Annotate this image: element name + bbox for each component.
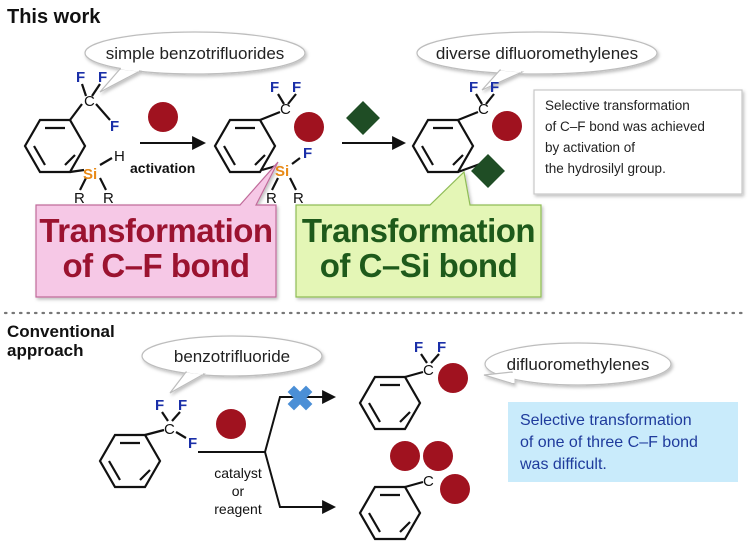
atom-label-f: F (437, 339, 446, 356)
green-diamond-icon (346, 101, 380, 135)
bubble-text-simple-benzotrifluorides: simple benzotrifluorides (106, 44, 285, 63)
atom-label-f: F (178, 397, 187, 414)
atom-label-f: F (490, 79, 499, 96)
callout-line: of C–Si bond (319, 246, 518, 284)
atom-label-f: F (469, 79, 478, 96)
red-circle-icon (440, 474, 470, 504)
red-circle-icon (148, 102, 178, 132)
section-title-line: approach (7, 341, 84, 360)
callout-text-csi: Transformation of C–Si bond (296, 212, 541, 284)
red-circle-icon (492, 111, 522, 141)
note-line: by activation of (545, 140, 635, 155)
red-circle-icon (423, 441, 453, 471)
atom-label-f: F (303, 145, 312, 162)
atom-label-c: C (280, 101, 291, 118)
atom-label-c: C (84, 93, 95, 110)
callout-line: of C–F bond (62, 246, 250, 284)
condition-line: catalyst (214, 465, 262, 481)
bubble-text-benzotrifluoride: benzotrifluoride (174, 347, 290, 366)
atom-label-r: R (74, 190, 85, 207)
condition-line: reagent (214, 501, 262, 517)
blue-cross-icon (287, 385, 313, 411)
note-line: Selective transformation (545, 98, 690, 113)
callout-text-cf: Transformation of C–F bond (36, 212, 276, 284)
molecule-hydrosilyl-benzotrifluoride (23, 83, 113, 191)
molecule-difluoromethylene-product (411, 93, 495, 174)
callout-line: Transformation (301, 212, 536, 249)
atom-label-f: F (292, 79, 301, 96)
atom-label-f: F (98, 69, 107, 86)
callout-csi-bond (295, 170, 542, 298)
atom-label-f: F (155, 397, 164, 414)
note-line: of C–F bond was achieved (545, 119, 705, 134)
atom-label-si: Si (83, 166, 97, 183)
red-circle-icon (438, 363, 468, 393)
atom-label-f: F (270, 79, 279, 96)
note-line: of one of three C–F bond (520, 434, 698, 451)
note-line: Selective transformation (520, 412, 692, 429)
bubble-difluoromethylenes (483, 342, 672, 386)
atom-label-f: F (414, 339, 423, 356)
molecule-benzotrifluoride (98, 411, 187, 489)
atom-label-f: F (76, 69, 85, 86)
molecule-activated-silane (213, 93, 301, 191)
bubble-text-difluoromethylenes: difluoromethylenes (507, 355, 650, 374)
atom-label-h: H (114, 148, 125, 165)
atom-label-c: C (423, 362, 434, 379)
bubble-simple-benzotrifluorides (84, 31, 306, 93)
activation-label: activation (130, 160, 195, 176)
atom-label-c: C (164, 421, 175, 438)
callout-line: Transformation (39, 212, 273, 249)
molecule-difluoromethylene-selective (358, 353, 440, 431)
red-circle-icon (390, 441, 420, 471)
atom-label-r: R (293, 190, 304, 207)
callout-cf-bond (35, 161, 279, 298)
note-line: the hydrosilyl group. (545, 161, 666, 176)
red-circle-icon (294, 112, 324, 142)
atom-label-c: C (423, 473, 434, 490)
atom-label-c: C (478, 101, 489, 118)
note-line: was difficult. (519, 456, 607, 473)
bubble-benzotrifluoride (141, 335, 323, 394)
branch-arrows (198, 396, 330, 508)
bubble-text-diverse-difluoromethylenes: diverse difluoromethylenes (436, 44, 638, 63)
green-diamond-icon (471, 154, 505, 188)
atom-label-f: F (188, 435, 197, 452)
atom-label-f: F (110, 118, 119, 135)
section-title-conventional: Conventional approach (7, 322, 115, 360)
atom-label-r: R (103, 190, 114, 207)
note-box-conventional (508, 402, 738, 482)
condition-line: or (232, 483, 245, 499)
atom-label-si: Si (275, 163, 289, 180)
note-box-this-work (533, 89, 743, 195)
molecule-over-substituted (358, 480, 424, 541)
red-circle-icon (216, 409, 246, 439)
bubble-diverse-difluoromethylenes (416, 31, 658, 91)
atom-label-r: R (266, 190, 277, 207)
section-title-line: Conventional (7, 322, 115, 341)
section-title-this-work: This work (7, 6, 101, 28)
